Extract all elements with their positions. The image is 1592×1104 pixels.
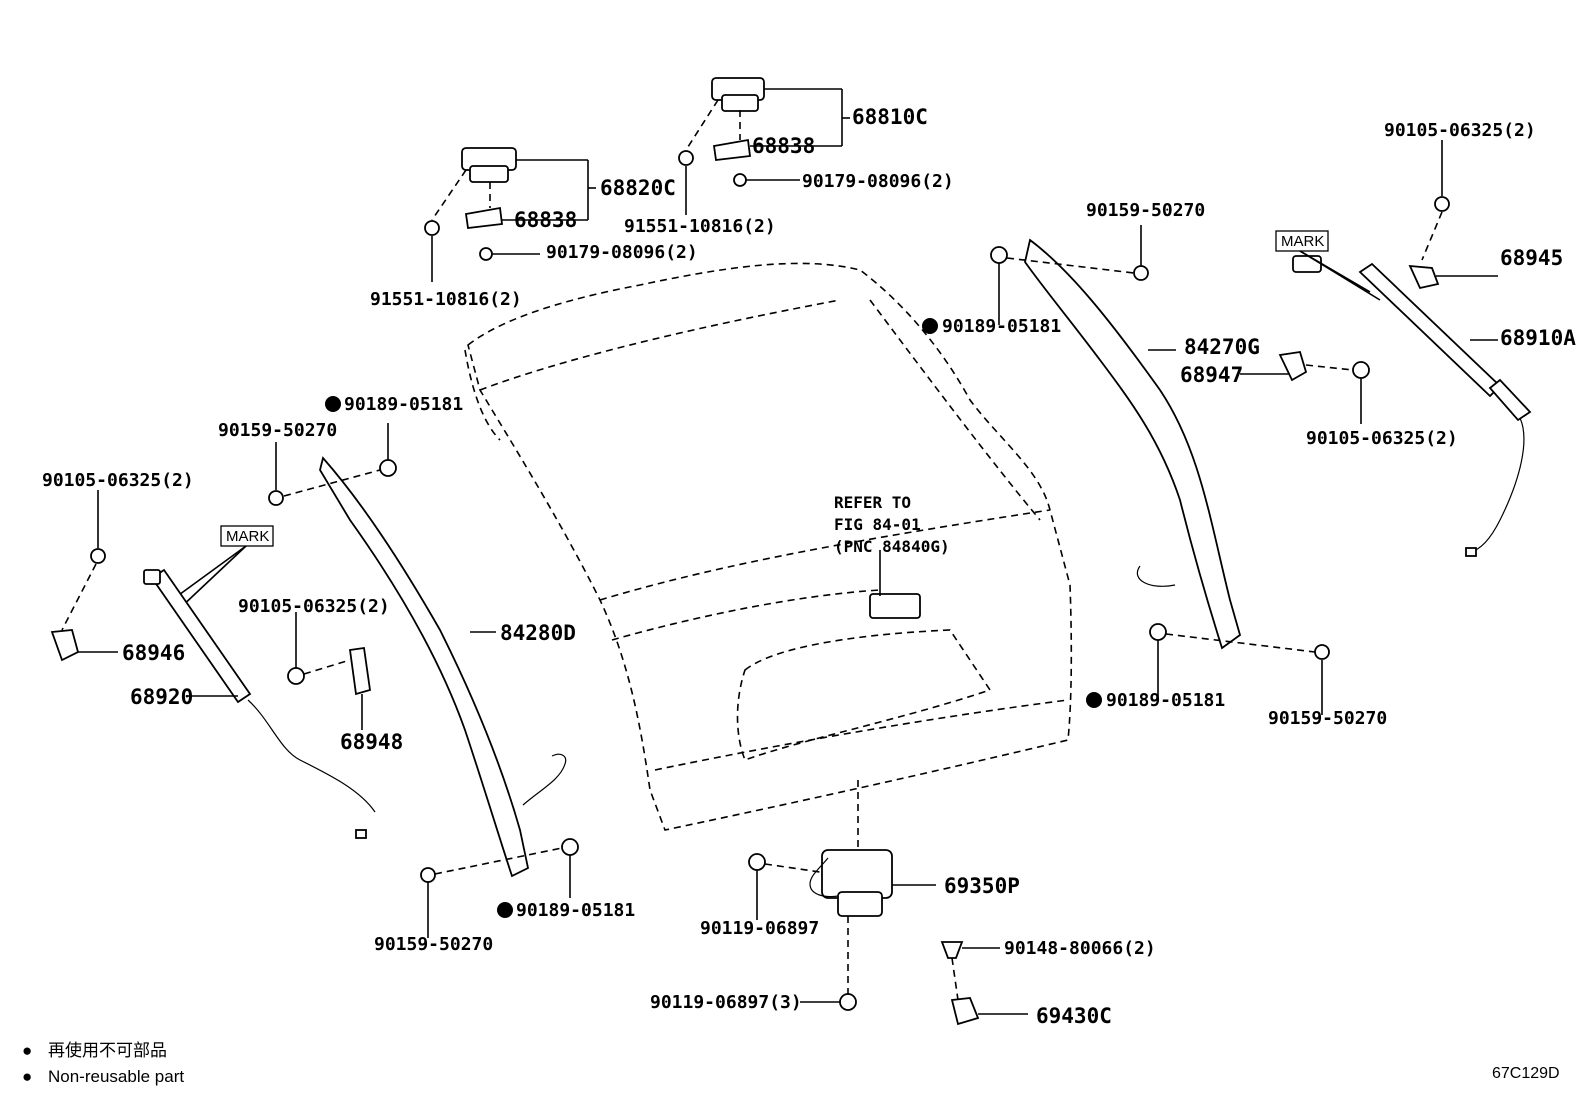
label-68910A: 68910A: [1500, 326, 1576, 350]
mark-label-left: MARK: [226, 528, 269, 545]
refer-line-1: REFER TO: [834, 493, 911, 512]
mark-box-right: [1275, 230, 1329, 252]
hinge-68810C: [678, 77, 850, 215]
label-90119-a: 90119-06897: [700, 918, 819, 939]
stay-68920: MARK: [50, 490, 376, 839]
label-90105-left: 90105-06325(2): [42, 470, 194, 491]
switch-84840G: [869, 593, 921, 619]
label-90159-bottom: 90159-50270: [374, 934, 493, 955]
label-84270G: 84270G: [1184, 335, 1260, 359]
label-68820C: 68820C: [600, 176, 676, 200]
non-reusable-dot: [325, 396, 341, 412]
label-69430C: 69430C: [1036, 1004, 1112, 1028]
label-90119-b: 90119-06897(3): [650, 992, 802, 1013]
back-door-panel: [464, 262, 1073, 831]
refer-line-3: (PNC 84840G): [834, 537, 950, 556]
non-reusable-dot: [1086, 692, 1102, 708]
label-68945: 68945: [1500, 246, 1563, 270]
label-90179-left: 90179-08096(2): [546, 242, 698, 263]
garnish-84270G: [990, 225, 1330, 715]
part-labels: 68810C 68838 90179-08096(2) 91551-10816(…: [42, 105, 1576, 1028]
label-68838-left: 68838: [514, 208, 577, 232]
label-69350P: 69350P: [944, 874, 1020, 898]
stay-68910A: MARK: [1240, 140, 1532, 557]
garnish-84280D: [268, 423, 579, 938]
mark-box-left: [220, 525, 274, 547]
label-90189-right: 90189-05181: [1106, 690, 1225, 711]
label-84280D: 84280D: [500, 621, 576, 645]
label-68838-top: 68838: [752, 134, 815, 158]
label-90148: 90148-80066(2): [1004, 938, 1156, 959]
label-90179-top: 90179-08096(2): [802, 171, 954, 192]
label-90105-mid: 90105-06325(2): [238, 596, 390, 617]
label-68948: 68948: [340, 730, 403, 754]
legend-en-text: Non-reusable part: [48, 1067, 184, 1086]
hinge-68820C: [424, 147, 596, 282]
label-90189-left: 90189-05181: [344, 394, 463, 415]
legend-bullet-en: ●: [22, 1067, 32, 1086]
label-91551-left: 91551-10816(2): [370, 289, 522, 310]
label-90189-bottom: 90189-05181: [516, 900, 635, 921]
legend-bullet-jp: ●: [22, 1041, 32, 1060]
mark-label-right: MARK: [1281, 233, 1324, 250]
legend: ● 再使用不可部品 ● Non-reusable part: [22, 1040, 184, 1086]
label-68946: 68946: [122, 641, 185, 665]
non-reusable-dot: [922, 318, 938, 334]
lock-69350P: [748, 550, 1028, 1026]
label-91551-top: 91551-10816(2): [624, 216, 776, 237]
label-90105-right: 90105-06325(2): [1306, 428, 1458, 449]
label-68947: 68947: [1180, 363, 1243, 387]
refer-line-2: FIG 84-01: [834, 515, 921, 534]
label-90105-top-right: 90105-06325(2): [1384, 120, 1536, 141]
label-90159-left: 90159-50270: [218, 420, 337, 441]
diagram-code: 67C129D: [1492, 1065, 1560, 1082]
label-68810C: 68810C: [852, 105, 928, 129]
label-90159-top-right: 90159-50270: [1086, 200, 1205, 221]
label-90159-right: 90159-50270: [1268, 708, 1387, 729]
label-68920: 68920: [130, 685, 193, 709]
label-90189-top-right: 90189-05181: [942, 316, 1061, 337]
legend-jp-text: 再使用不可部品: [48, 1040, 167, 1060]
non-reusable-dot: [497, 902, 513, 918]
